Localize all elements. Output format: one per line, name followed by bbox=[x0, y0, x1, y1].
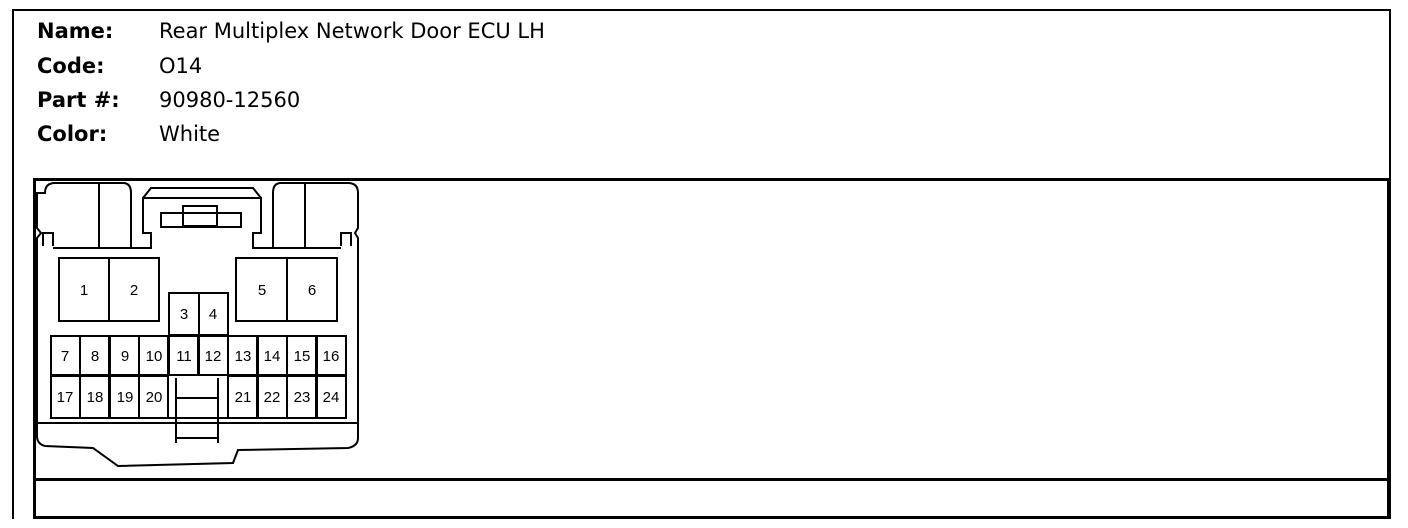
pin-12: 12 bbox=[205, 348, 222, 365]
pin-15: 15 bbox=[294, 348, 311, 365]
pin-21: 21 bbox=[235, 389, 252, 406]
pin-cavity bbox=[286, 257, 338, 322]
color-label: Color: bbox=[37, 122, 108, 146]
pin-5: 5 bbox=[258, 282, 266, 299]
pin-24: 24 bbox=[323, 389, 340, 406]
part-value: 90980-12560 bbox=[159, 88, 301, 112]
pin-20: 20 bbox=[146, 389, 163, 406]
name-label: Name: bbox=[37, 19, 114, 43]
pin-2: 2 bbox=[130, 282, 138, 299]
pin-8: 8 bbox=[91, 348, 99, 365]
code-value: O14 bbox=[159, 54, 203, 78]
pin-23: 23 bbox=[294, 389, 311, 406]
name-value: Rear Multiplex Network Door ECU LH bbox=[159, 19, 545, 43]
connector-outline bbox=[36, 182, 359, 468]
pin-cavity bbox=[108, 257, 160, 322]
code-label: Code: bbox=[37, 54, 105, 78]
pin-18: 18 bbox=[87, 389, 104, 406]
pin-6: 6 bbox=[308, 282, 316, 299]
pin-22: 22 bbox=[264, 389, 281, 406]
pin-7: 7 bbox=[61, 348, 69, 365]
pin-13: 13 bbox=[235, 348, 252, 365]
pin-19: 19 bbox=[117, 389, 134, 406]
pin-labels: 1 2 3 4 5 6 7 8 9 10 11 12 13 14 15 16 1… bbox=[57, 282, 340, 406]
pin-cavities bbox=[50, 257, 347, 419]
connector-diagram-area bbox=[33, 178, 1390, 481]
connector-diagram: 1 2 3 4 5 6 7 8 9 10 11 12 13 14 15 16 1… bbox=[36, 182, 359, 468]
info-panel bbox=[12, 9, 1391, 519]
pin-3: 3 bbox=[180, 306, 188, 323]
pin-16: 16 bbox=[323, 348, 340, 365]
pin-17: 17 bbox=[57, 389, 74, 406]
pin-14: 14 bbox=[264, 348, 281, 365]
pin-9: 9 bbox=[121, 348, 129, 365]
footer-area bbox=[33, 481, 1390, 519]
part-label: Part #: bbox=[37, 88, 120, 112]
color-value: White bbox=[159, 122, 221, 146]
pin-11: 11 bbox=[176, 348, 192, 365]
pin-10: 10 bbox=[146, 348, 163, 365]
pin-block-outline bbox=[50, 335, 347, 419]
pin-4: 4 bbox=[209, 306, 217, 323]
pin-1: 1 bbox=[80, 282, 88, 299]
